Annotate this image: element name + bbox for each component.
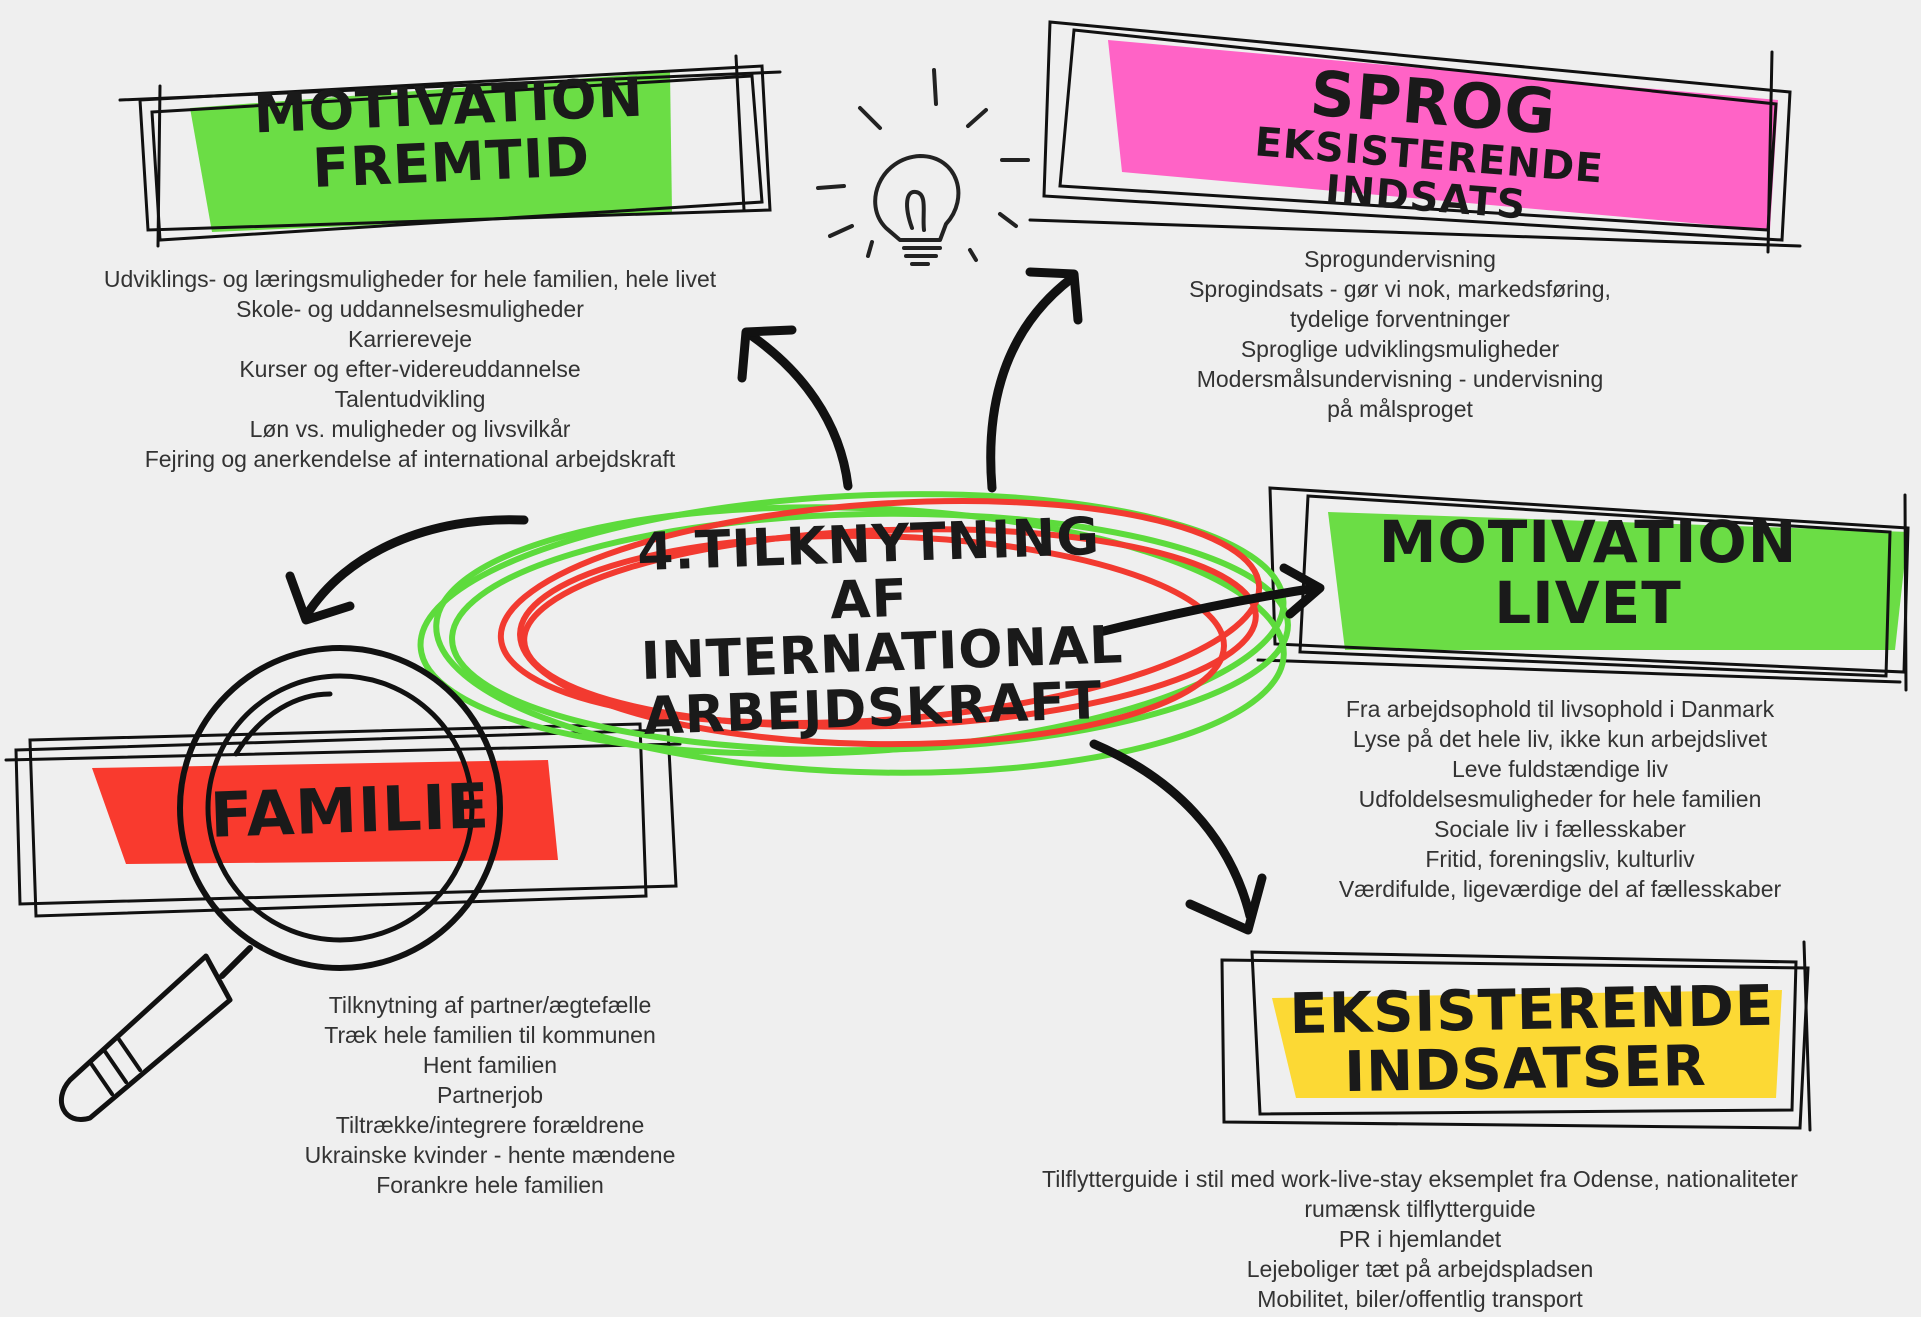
list-item: Tilknytning af partner/ægtefælle (328, 992, 652, 1018)
list-item: Forankre hele familien (376, 1172, 604, 1198)
list-item: Fra arbejdsophold til livsophold i Danma… (1345, 696, 1775, 722)
familie-list: Tilknytning af partner/ægtefælle Træk he… (250, 990, 730, 1200)
list-item: Hent familien (422, 1052, 558, 1078)
list-item: Fejring og anerkendelse af international… (144, 446, 676, 472)
list-item: Lejeboliger tæt på arbejdspladsen (1246, 1256, 1594, 1282)
list-item: Kurser og efter-videreuddannelse (239, 356, 581, 382)
eksisterende-frame (1220, 940, 1812, 1132)
sprog-list: Sprogundervisning Sprogindsats - gør vi … (1100, 244, 1700, 424)
list-item: Mobilitet, biler/offentlig transport (1257, 1286, 1583, 1312)
list-item: Sprogundervisning (1304, 246, 1496, 272)
motivation-livet-list: Fra arbejdsophold til livsophold i Danma… (1250, 694, 1870, 904)
arrow-to-motivation-livet (1095, 563, 1325, 637)
eksisterende-highlight (1272, 990, 1782, 1098)
arrow-to-familie (285, 515, 529, 625)
list-item: Træk hele familien til kommunen (324, 1022, 656, 1048)
arrow-to-eksisterende (1089, 739, 1267, 935)
list-item: Skole- og uddannelsesmuligheder (236, 296, 584, 322)
list-item: Leve fuldstændige liv (1451, 756, 1669, 782)
motivation-fremtid-list: Udviklings- og læringsmuligheder for hel… (40, 264, 780, 474)
lightbulb-icon (816, 68, 1030, 266)
center-topic: 4.TILKNYTNING AF INTERNATIONAL ARBEJDSKR… (636, 506, 1125, 747)
motivation-fremtid-frame (118, 54, 782, 248)
list-item: rumænsk tilflytterguide (1304, 1196, 1536, 1222)
list-item: tydelige forventninger (1290, 306, 1510, 332)
magnifying-glass-icon (58, 645, 503, 1122)
arrow-to-motivation-fremtid (737, 325, 853, 491)
arrow-to-sprog (986, 267, 1083, 493)
eksisterende-list: Tilflytterguide i stil med work-live-sta… (950, 1164, 1890, 1314)
center-ellipses (417, 491, 1291, 776)
list-item: Sprogindsats - gør vi nok, markedsføring… (1189, 276, 1611, 302)
list-item: Udviklings- og læringsmuligheder for hel… (103, 266, 717, 292)
motivation-livet-highlight (1328, 512, 1908, 650)
list-item: Talentudvikling (334, 386, 486, 412)
list-item: Lyse på det hele liv, ikke kun arbejdsli… (1352, 726, 1768, 752)
list-item: Udfoldelsesmuligheder for hele familien (1358, 786, 1762, 812)
list-item: Værdifulde, ligeværdige del af fællesska… (1338, 876, 1782, 902)
motivation-fremtid-highlight (190, 72, 672, 232)
sprog-frame (1028, 20, 1802, 254)
list-item: Sociale liv i fællesskaber (1434, 816, 1686, 842)
list-item: PR i hjemlandet (1338, 1226, 1502, 1252)
motivation-fremtid-title: MOTIVATION FREMTID (252, 65, 646, 200)
list-item: på målsproget (1327, 396, 1473, 422)
list-item: Tilflytterguide i stil med work-live-sta… (1042, 1166, 1798, 1192)
motivation-livet-title: MOTIVATION LIVET (1378, 508, 1798, 637)
list-item: Løn vs. muligheder og livsvilkår (249, 416, 571, 442)
eksisterende-title: EKSISTERENDE INDSATSER (1288, 973, 1775, 1105)
list-item: Fritid, foreningsliv, kulturliv (1425, 846, 1695, 872)
familie-title: FAMILIE (208, 769, 492, 852)
list-item: Modersmålsundervisning - undervisning (1196, 366, 1604, 392)
list-item: Ukrainske kvinder - hente mændene (304, 1142, 676, 1168)
list-item: Karriereveje (348, 326, 472, 352)
list-item: Tiltrække/integrere forældrene (335, 1112, 645, 1138)
list-item: Partnerjob (436, 1082, 544, 1108)
list-item: Sproglige udviklingsmuligheder (1240, 336, 1560, 362)
